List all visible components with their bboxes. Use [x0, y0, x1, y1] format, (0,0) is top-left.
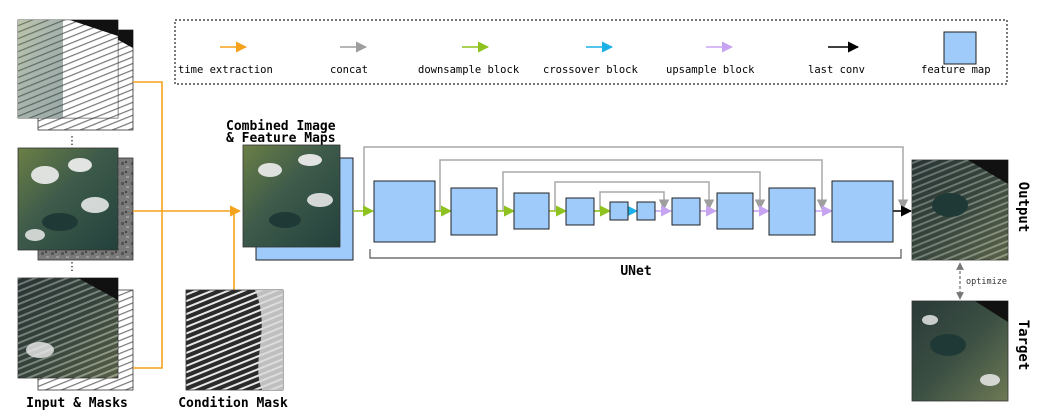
- output-label: Output: [1015, 182, 1031, 233]
- legend: time extraction concat downsample block …: [174, 19, 1008, 85]
- input-stack-1: [17, 19, 134, 131]
- unet-label: UNet: [620, 264, 651, 279]
- skip-connections: [363, 146, 909, 211]
- feature-map-bottleneck: [636, 201, 656, 221]
- unet-bracket: [369, 249, 902, 259]
- feature-map-up-1: [671, 197, 701, 226]
- legend-box: [174, 19, 1008, 85]
- combined-label-line-2: & Feature Maps: [226, 131, 336, 146]
- feature-map-down-5: [609, 201, 629, 221]
- legend-feature-map: feature map: [921, 64, 991, 76]
- condition-mask-image: [185, 289, 284, 391]
- ellipsis-2: ⋮: [67, 260, 78, 273]
- legend-concat: concat: [330, 64, 368, 76]
- time-extraction-connectors: [133, 81, 242, 369]
- legend-crossover: crossover block: [543, 64, 639, 76]
- feature-map-up-2: [716, 192, 754, 230]
- combined-label-line-1: Combined Image: [226, 119, 336, 134]
- output-image: [911, 159, 1009, 261]
- optimize-label: optimize: [966, 277, 1007, 287]
- input-stack-2: [17, 147, 134, 261]
- feature-map-down-1: [373, 180, 436, 243]
- target-image: [911, 300, 1009, 402]
- input-masks-label: Input & Masks: [26, 396, 128, 411]
- unet: UNet: [353, 146, 913, 279]
- legend-upsample: upsample block: [666, 64, 755, 76]
- legend-last-conv: last conv: [808, 64, 865, 76]
- target-label: Target: [1015, 320, 1031, 371]
- legend-downsample: downsample block: [418, 64, 520, 76]
- feature-map-up-3: [768, 187, 816, 236]
- feature-map-down-2: [450, 187, 498, 236]
- feature-map-down-4: [565, 197, 595, 226]
- input-stack-3: [17, 277, 134, 391]
- legend-time-extraction: time extraction: [178, 64, 273, 76]
- feature-map-up-4: [831, 180, 894, 243]
- combined-stack: [242, 144, 354, 261]
- feature-map-down-3: [513, 192, 550, 230]
- condition-mask-label: Condition Mask: [178, 396, 288, 411]
- feature-map-swatch-icon: [943, 31, 977, 65]
- ellipsis-1: ⋮: [67, 134, 78, 147]
